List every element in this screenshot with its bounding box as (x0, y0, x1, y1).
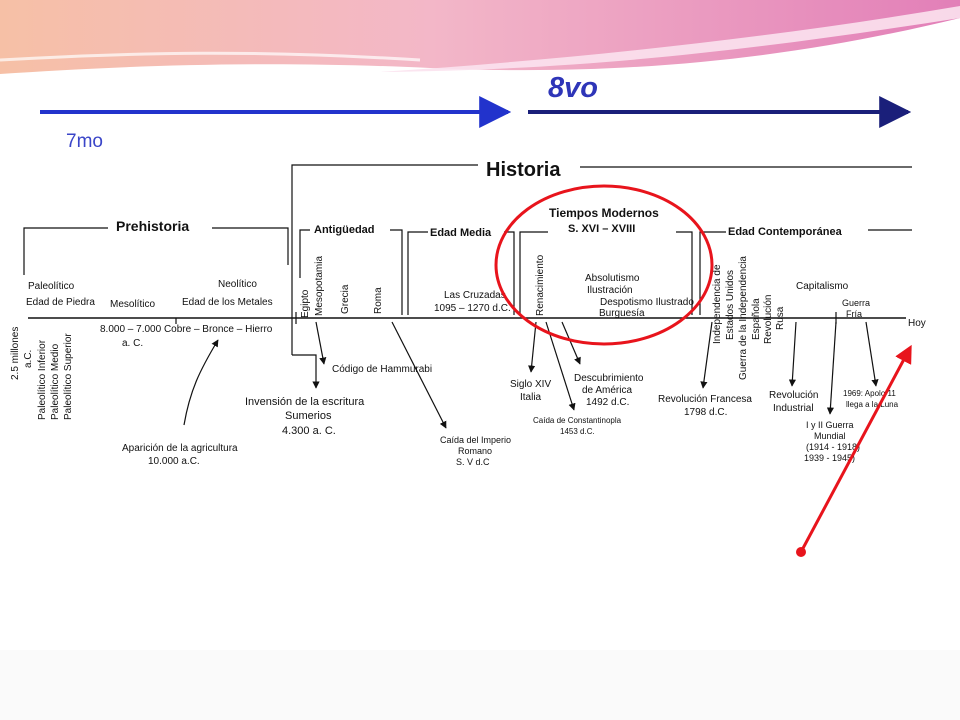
event-descubrimiento-1: Descubrimiento (574, 373, 644, 384)
label-neolitico: Neolítico (218, 279, 257, 290)
label-renacimiento: Renacimiento (535, 254, 546, 316)
event-caida-roma-2: Romano (458, 446, 492, 456)
title-edad-media: Edad Media (430, 227, 492, 239)
event-rev-francesa-2: 1798 d.C. (684, 407, 727, 418)
label-paleolitico-medio: Paleolítico Medio (50, 343, 61, 420)
event-siglo-xiv-2: Italia (520, 392, 542, 403)
label-metal-dates: 8.000 – 7.000 Cobre – Bronce – Hierro (100, 324, 273, 335)
label-mesopotamia: Mesopotamia (314, 256, 325, 316)
event-escritura-2: Sumerios (285, 410, 332, 422)
red-circle-annotation (494, 184, 714, 346)
label-paleolitico-superior: Paleolítico Superior (63, 333, 74, 420)
label-roma: Roma (373, 287, 384, 314)
title-historia: Historia (486, 159, 561, 181)
label-despotismo: Despotismo Ilustrado (600, 297, 694, 308)
event-caida-roma-3: S. V d.C (456, 457, 490, 467)
event-escritura-3: 4.300 a. C. (282, 425, 336, 437)
title-tiempos-modernos-range: S. XVI – XVIII (568, 223, 635, 235)
event-caida-roma-1: Caída del Imperio (440, 435, 511, 445)
title-tiempos-modernos: Tiempos Modernos (549, 206, 659, 220)
label-paleolitico-inferior: Paleolítico Inferior (37, 339, 48, 420)
label-edad-metales: Edad de los Metales (182, 297, 273, 308)
red-dot-annotation (796, 547, 806, 557)
label-mesolitico: Mesolítico (110, 299, 155, 310)
label-cruzadas-dates: 1095 – 1270 d.C. (434, 303, 511, 314)
label-edad-piedra: Edad de Piedra (26, 297, 95, 308)
event-rev-industrial-1: Revolución (769, 390, 818, 401)
label-guerra-fria-1: Guerra (842, 298, 870, 308)
event-guerras-1: I y II Guerra (806, 420, 854, 430)
event-apolo-2: llega a la Luna (846, 400, 899, 409)
event-agricultura-1: Aparición de la agricultura (122, 443, 238, 454)
label-absolutismo: Absolutismo (585, 273, 640, 284)
label-burguesia: Burguesía (599, 308, 645, 319)
event-siglo-xiv-1: Siglo XIV (510, 379, 551, 390)
red-arrow-annotation (799, 344, 912, 553)
event-constantinopla-1: Caída de Constantinopla (533, 416, 622, 425)
grade-8-label: 8vo (548, 72, 598, 104)
label-revolucion-rusa-2: Rusa (775, 306, 786, 330)
event-hammurabi: Código de Hammurabi (332, 364, 432, 375)
event-descubrimiento-3: 1492 d.C. (586, 397, 629, 408)
label-start-1: 2.5 millones (10, 327, 21, 380)
label-independencia-2: Estados Unidos (725, 270, 736, 340)
vertical-start-labels: 2.5 millones a.C. Paleolítico Inferior P… (10, 327, 74, 420)
grade-7-label: 7mo (66, 131, 103, 152)
label-hoy: Hoy (908, 318, 926, 329)
event-descubrimiento-2: de América (582, 385, 632, 396)
label-guerra-indep-1: Guerra de la Independencia (738, 256, 749, 380)
label-capitalismo: Capitalismo (796, 281, 849, 292)
event-guerras-4: 1939 - 1945) (804, 453, 855, 463)
title-edad-contemporanea: Edad Contemporánea (728, 226, 843, 238)
event-agricultura-2: 10.000 a.C. (148, 456, 200, 467)
footer-band (0, 650, 960, 720)
label-egipto: Egipto (300, 289, 311, 318)
event-constantinopla-2: 1453 d.C. (560, 427, 595, 436)
title-prehistoria: Prehistoria (116, 218, 189, 234)
event-rev-industrial-2: Industrial (773, 403, 814, 414)
label-metal-dates-ac: a. C. (122, 338, 143, 349)
label-start-2: a.C. (23, 350, 34, 368)
event-arrows (183, 321, 879, 429)
title-antiguedad: Antigüedad (314, 224, 375, 236)
label-grecia: Grecia (340, 284, 351, 314)
event-apolo-1: 1969: Apolo 11 (843, 389, 896, 398)
label-independencia-1: Independencia de (712, 264, 723, 344)
label-paleolitico: Paleolítico (28, 281, 75, 292)
event-escritura-1: Invensión de la escritura (245, 396, 365, 408)
event-guerras-3: (1914 - 1918) (806, 442, 860, 452)
label-ilustracion: Ilustración (587, 285, 633, 296)
header-banner (0, 0, 960, 74)
event-guerras-2: Mundial (814, 431, 846, 441)
label-guerra-indep-2: Española (751, 298, 762, 340)
label-cruzadas: Las Cruzadas (444, 290, 506, 301)
label-revolucion-rusa-1: Revolución (763, 295, 774, 344)
event-rev-francesa-1: Revolución Francesa (658, 394, 752, 405)
label-guerra-fria-2: Fría (846, 309, 862, 319)
